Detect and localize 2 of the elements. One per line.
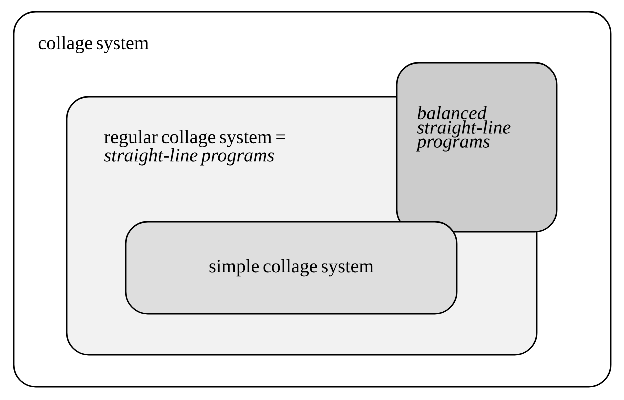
overlap-region: balanced straight-line programs bbox=[396, 62, 558, 233]
inner-region: simple collage system bbox=[125, 221, 458, 315]
